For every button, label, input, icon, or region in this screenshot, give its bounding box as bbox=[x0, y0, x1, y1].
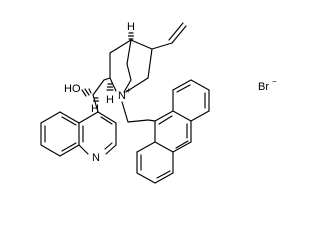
quaternary-charge-label: + bbox=[126, 86, 131, 95]
c8-hydrogen-hashed-bond bbox=[106, 83, 114, 91]
quaternary-nitrogen-label: N bbox=[118, 90, 126, 102]
c4-hydrogen-label: H bbox=[127, 21, 135, 33]
vinyl-group bbox=[151, 22, 187, 50]
c9-hydrogen-label: H bbox=[91, 103, 99, 115]
c9-hydrogen-hashed-bond bbox=[92, 97, 100, 102]
quinuclidine-cage bbox=[109, 39, 153, 93]
hydroxyl-hashed-bond bbox=[81, 88, 92, 97]
quinoline-nitrogen-label: N bbox=[92, 152, 100, 164]
hydroxyl-label: HO bbox=[64, 83, 81, 95]
bromide-charge-label: − bbox=[272, 77, 277, 86]
molecule-drawing: H HO H H N + bbox=[40, 21, 277, 184]
c4-hydrogen-hashed-bond bbox=[127, 32, 135, 40]
bromide-label: Br bbox=[258, 81, 269, 93]
anthracene-ring bbox=[136, 79, 210, 184]
n-methylene-bond bbox=[121, 101, 129, 123]
methylene-anthracene-bond bbox=[127, 119, 149, 123]
quinoline-ring bbox=[40, 111, 117, 157]
c8-hydrogen-label: H bbox=[106, 94, 114, 106]
